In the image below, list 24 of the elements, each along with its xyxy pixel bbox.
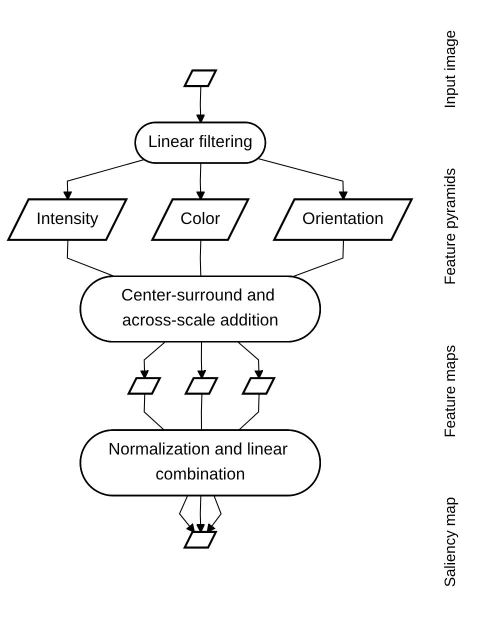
arrow [197,342,206,379]
connector [238,394,260,430]
arrow [140,341,166,379]
arrow [196,496,206,532]
arrow [196,162,206,200]
arrow [196,86,206,123]
arrow [178,495,195,532]
connector [292,240,344,277]
node-parallelogram [241,376,276,394]
section-label: Input image [442,30,458,108]
connector [200,240,202,276]
connector [144,394,166,430]
node-parallelogram [183,68,218,87]
arrow [206,495,222,532]
section-label: Feature pyramids [442,168,458,285]
arrow [258,158,348,200]
node-parallelogram [126,376,162,394]
connector [200,394,202,430]
section-label: Feature maps [442,344,458,438]
node-parallelogram [184,376,219,394]
node-parallelogram [183,530,218,548]
arrow [238,341,264,379]
section-label: Saliency map [442,497,458,588]
arrow [63,158,144,200]
